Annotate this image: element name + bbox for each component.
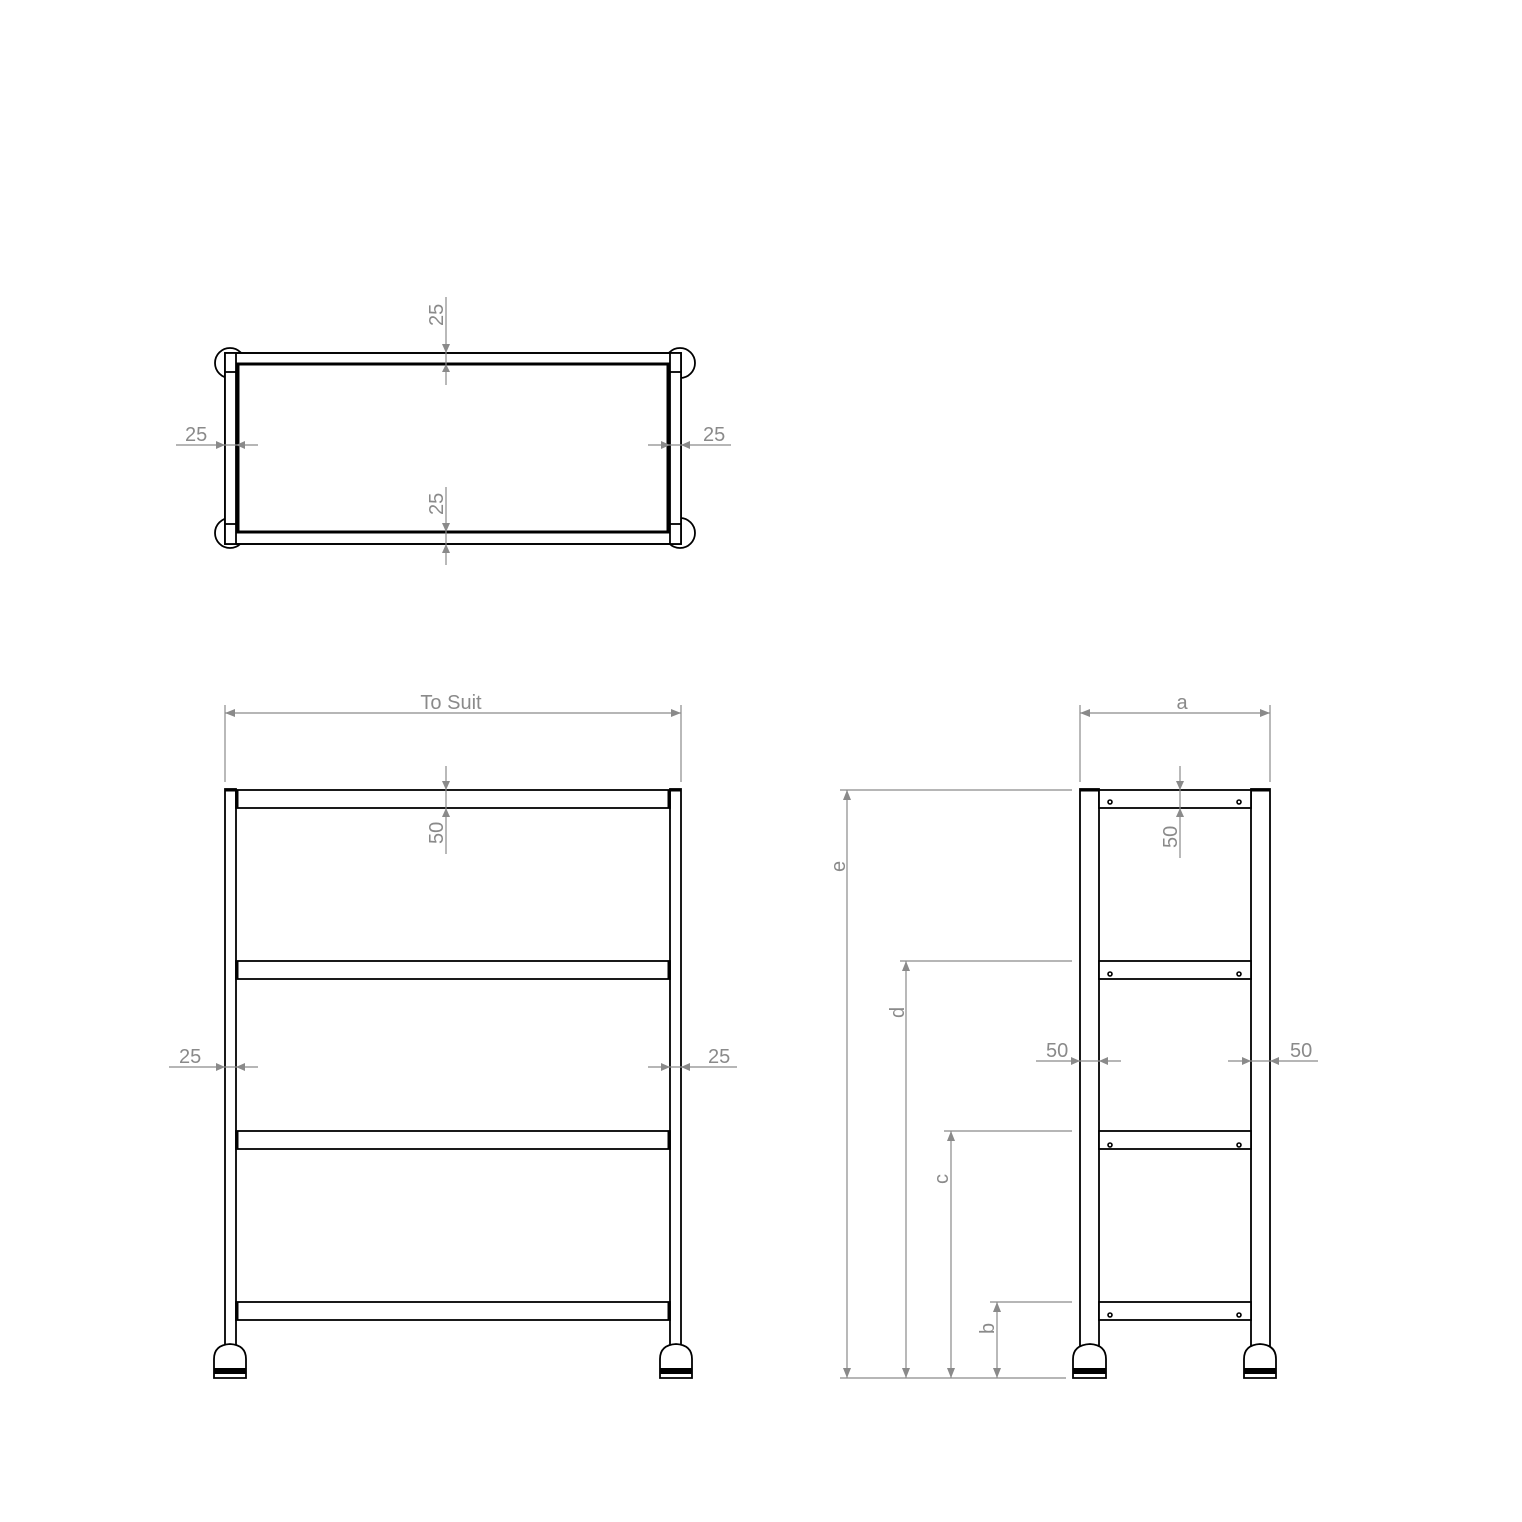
side-right-post (1250, 788, 1271, 1348)
front-right-post (669, 788, 682, 1348)
front-right-post-dim: 25 (708, 1046, 730, 1068)
plan-top-rail-dim: 25 (426, 304, 448, 326)
side-view: a (828, 692, 1318, 1379)
front-width-dim: To Suit (420, 692, 482, 714)
plan-bottom-rail-dim: 25 (426, 493, 448, 515)
side-right-post-dim: 50 (1290, 1040, 1312, 1062)
side-left-post (1079, 788, 1100, 1348)
side-depth-dim: a (1176, 692, 1188, 714)
front-left-post (224, 788, 237, 1348)
plan-shelf (236, 362, 670, 534)
plan-left-post (224, 352, 237, 545)
plan-right-post (669, 352, 682, 545)
plan-view: 25 25 25 25 (176, 297, 731, 565)
side-shelf-1 (1098, 789, 1252, 809)
front-shelf-4 (235, 1301, 671, 1321)
side-right-foot (1243, 1343, 1277, 1379)
side-shelf-4 (1098, 1301, 1252, 1321)
side-shelf-3 (1098, 1130, 1252, 1150)
side-shelf-2 (1098, 960, 1252, 980)
front-shelf-2 (235, 960, 671, 980)
front-shelf-3 (235, 1130, 671, 1150)
side-height-b-dim: b (977, 1323, 999, 1334)
side-height-d-dim: d (887, 1007, 909, 1018)
side-top-rail-dim: 50 (1160, 826, 1182, 848)
plan-right-post-dim: 25 (703, 424, 725, 446)
side-height-c-dim: c (931, 1174, 953, 1184)
front-right-foot (659, 1343, 693, 1379)
front-top-rail-dim: 50 (426, 822, 448, 844)
front-left-post-dim: 25 (179, 1046, 201, 1068)
front-view: To Suit 50 (169, 692, 737, 1379)
front-left-foot (213, 1343, 247, 1379)
plan-left-post-dim: 25 (185, 424, 207, 446)
side-left-post-dim: 50 (1046, 1040, 1068, 1062)
side-height-e-dim: e (828, 861, 850, 872)
plan-outer-frame (224, 352, 682, 545)
front-shelf-1 (235, 789, 671, 809)
side-left-foot (1072, 1343, 1107, 1379)
